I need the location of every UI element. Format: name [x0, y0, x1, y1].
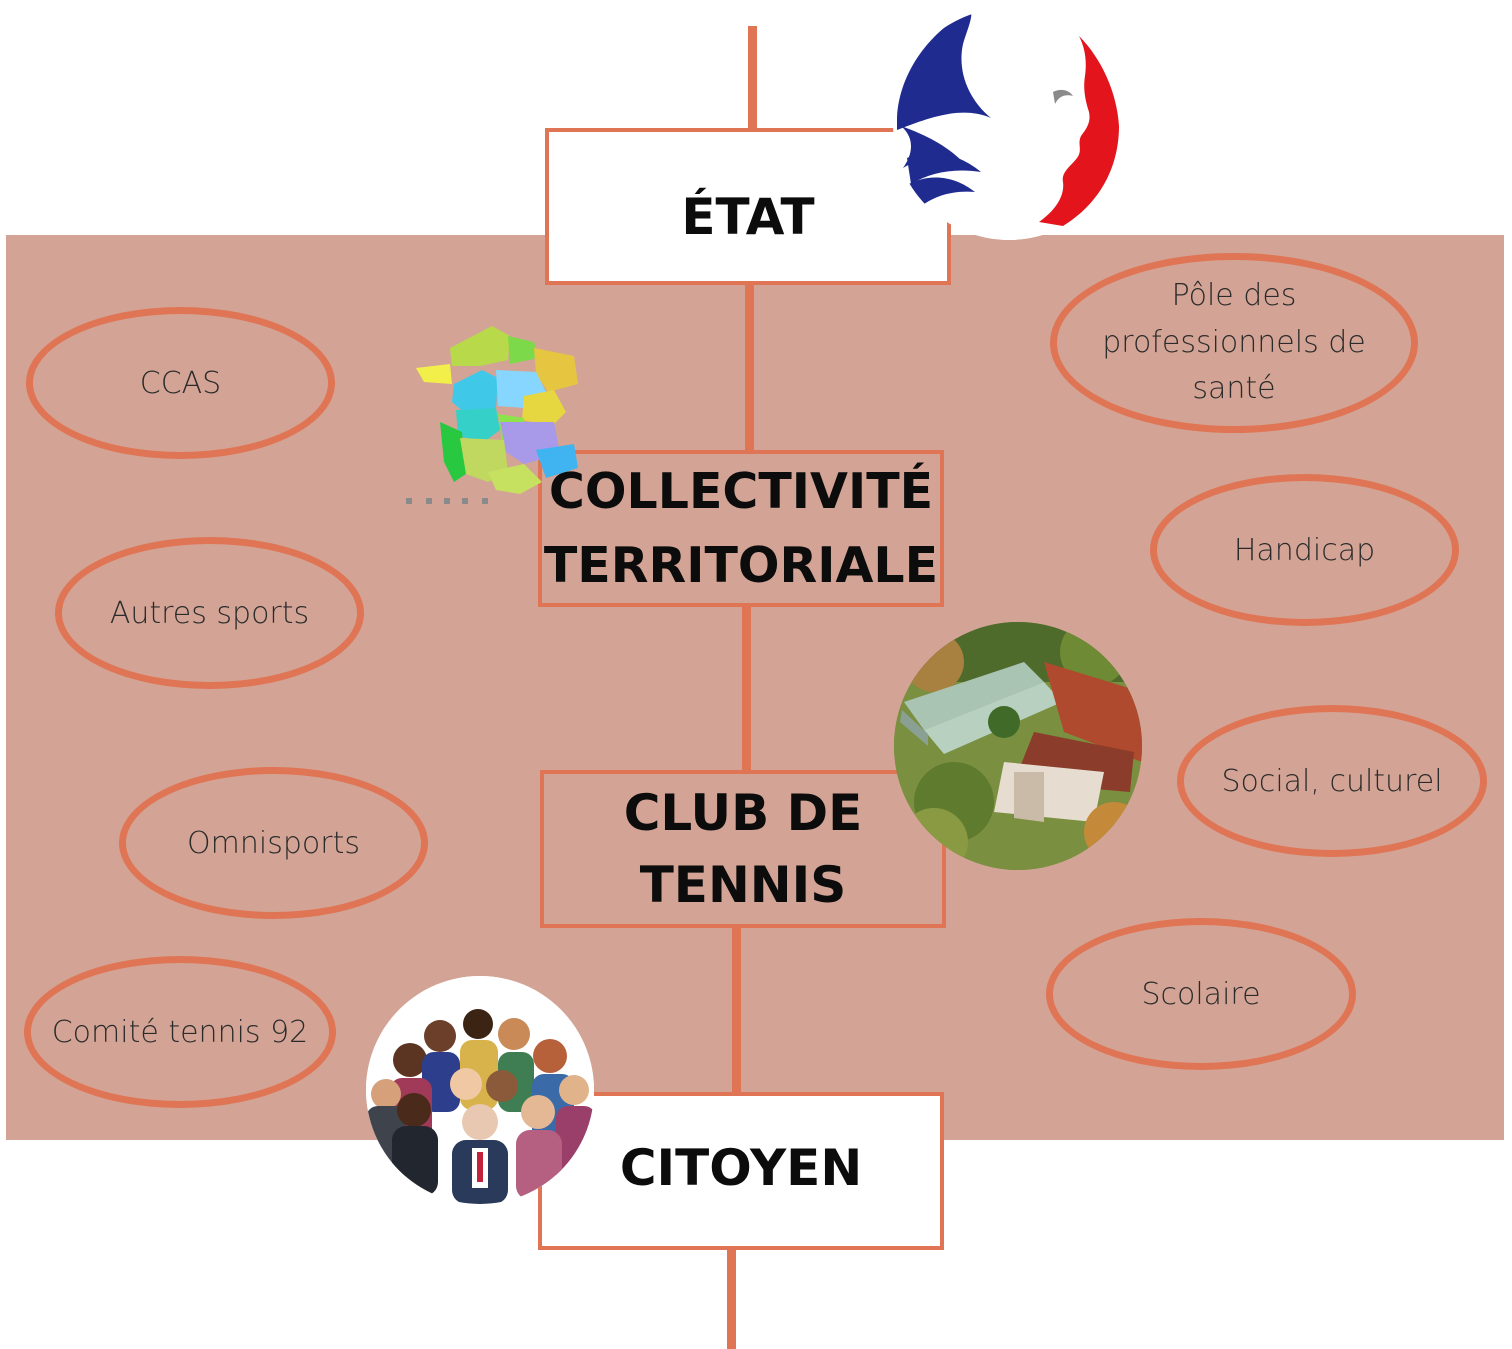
connector-collectivite-club: [742, 604, 751, 774]
partner-comite-tennis-label: Comité tennis 92: [51, 1014, 309, 1050]
citoyen-label: CITOYEN: [619, 1139, 863, 1197]
connector-etat-collectivite: [745, 282, 754, 454]
france-regions-map: [396, 322, 582, 508]
partner-omnisports: Omnisports: [119, 767, 428, 919]
club-box: CLUB DE TENNIS: [540, 770, 946, 928]
partner-pole-sante-line1: Pôle des: [1171, 278, 1297, 314]
connector-bottom: [727, 1246, 736, 1349]
collectivite-label-line1: COLLECTIVITÉ: [548, 463, 934, 520]
citoyen-box: CITOYEN: [538, 1092, 944, 1250]
partner-autres-sports: Autres sports: [55, 537, 364, 689]
club-label-line2: TENNIS: [639, 856, 847, 914]
partner-omnisports-label: Omnisports: [187, 825, 360, 861]
connector-club-citoyen: [732, 924, 741, 1096]
tennis-club-aerial-photo: [894, 622, 1142, 870]
partner-autres-sports-label: Autres sports: [109, 595, 310, 631]
club-label-line1: CLUB DE: [623, 783, 863, 842]
marianne-logo: [893, 8, 1125, 240]
partner-handicap: Handicap: [1150, 474, 1459, 626]
partner-pole-sante: Pôle des professionnels de santé: [1050, 253, 1418, 433]
partner-ccas-label: CCAS: [139, 365, 222, 401]
partner-social-culturel: Social, culturel: [1177, 705, 1487, 857]
partner-social-culturel-label: Social, culturel: [1221, 763, 1443, 799]
partner-handicap-label: Handicap: [1233, 532, 1376, 568]
partner-scolaire-label: Scolaire: [1141, 976, 1261, 1012]
partner-pole-sante-line3: santé: [1192, 371, 1276, 407]
connector-top: [748, 26, 757, 132]
etat-label: ÉTAT: [681, 187, 815, 246]
partner-pole-sante-line2: professionnels de: [1102, 324, 1366, 360]
partner-comite-tennis: Comité tennis 92: [24, 956, 336, 1108]
partner-scolaire: Scolaire: [1046, 918, 1356, 1070]
etat-box: ÉTAT: [545, 128, 951, 285]
partner-ccas: CCAS: [26, 307, 335, 459]
citizens-group-illustration: [366, 976, 594, 1204]
collectivite-label-line2: TERRITORIALE: [543, 536, 939, 594]
collectivite-box: COLLECTIVITÉ TERRITORIALE: [538, 450, 944, 607]
